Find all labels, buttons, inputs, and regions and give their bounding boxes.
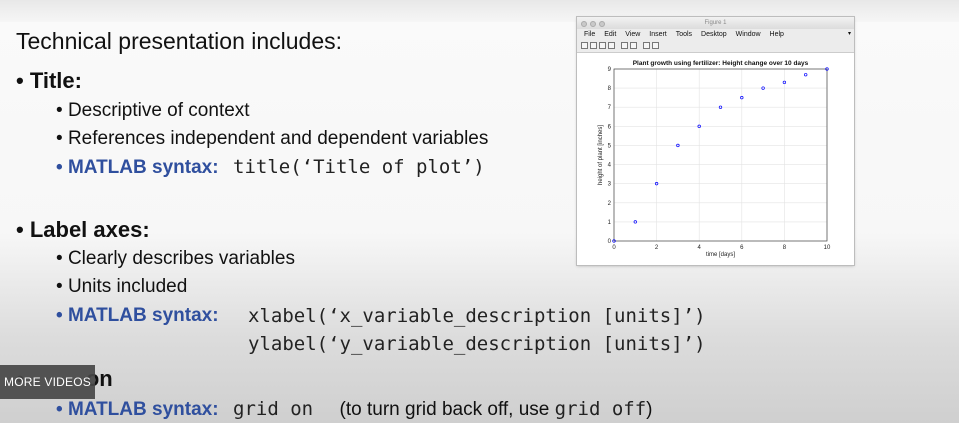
- data-point: [612, 239, 616, 243]
- list-item: • Descriptive of context: [56, 100, 250, 121]
- pointer-icon[interactable]: [643, 42, 650, 49]
- close-icon[interactable]: [581, 21, 587, 27]
- ylabel-code: ylabel(‘y_variable_description [units]’): [248, 333, 706, 355]
- menu-tools[interactable]: Tools: [675, 31, 693, 38]
- x-tick-label: 8: [783, 245, 787, 251]
- figure-menubar: File Edit View Insert Tools Desktop Wind…: [577, 29, 854, 40]
- menu-insert[interactable]: Insert: [649, 31, 667, 38]
- y-tick-label: 7: [608, 105, 612, 111]
- minimize-icon[interactable]: [590, 21, 596, 27]
- y-tick-label: 4: [608, 163, 612, 169]
- y-tick-label: 5: [608, 143, 612, 149]
- data-point: [633, 220, 637, 224]
- syntax-code: title(‘Title of plot’): [233, 156, 485, 178]
- zoom-icon[interactable]: [599, 21, 605, 27]
- data-point: [761, 86, 765, 90]
- data-point: [676, 143, 680, 148]
- open-file-icon[interactable]: [590, 42, 597, 49]
- print-icon[interactable]: [608, 42, 615, 49]
- window-controls: [581, 20, 608, 32]
- y-tick-label: 0: [608, 239, 612, 245]
- axes-bullet-label: Label axes:: [29, 217, 150, 242]
- menu-file[interactable]: File: [584, 31, 596, 38]
- list-item: • References independent and dependent v…: [56, 128, 489, 149]
- data-point: [697, 124, 701, 128]
- title-syntax-line: • MATLAB syntax: title(‘Title of plot’): [56, 156, 485, 178]
- menu-window[interactable]: Window: [735, 31, 761, 38]
- axes-bullet: • Label axes:: [16, 217, 150, 242]
- syntax-label: MATLAB syntax:: [67, 157, 219, 178]
- menu-desktop[interactable]: Desktop: [701, 31, 727, 38]
- axes-box: [613, 68, 828, 242]
- plot-area: 0 2 4 6 8 10 0 1 2 3 4 5 6 7 8 9 Plant growth using fert…: [577, 53, 854, 265]
- figure-toolbar: [577, 40, 854, 53]
- slide-heading: Technical presentation includes:: [16, 28, 343, 54]
- data-point: [782, 80, 787, 85]
- x-tick-label: 10: [824, 245, 831, 251]
- xlabel-code: xlabel(‘x_variable_description [units]’): [248, 305, 706, 327]
- x-tick-label: 0: [612, 245, 616, 251]
- new-figure-icon[interactable]: [581, 42, 588, 49]
- grid-note: (to turn grid back off, use grid off): [339, 398, 653, 420]
- y-tick-label: 9: [608, 67, 612, 73]
- more-videos-button[interactable]: MORE VIDEOS: [0, 365, 95, 399]
- data-point: [654, 182, 659, 186]
- figure-window[interactable]: Figure 1 File Edit View Insert Tools Des…: [577, 17, 854, 265]
- syntax-label: MATLAB syntax:: [67, 399, 219, 420]
- y-tick-label: 1: [608, 220, 612, 226]
- scatter-chart: 0 2 4 6 8 10 0 1 2 3 4 5 6 7 8 9 Plant growth using fert…: [598, 60, 831, 258]
- y-tick-label: 8: [608, 86, 612, 92]
- save-icon[interactable]: [599, 42, 606, 49]
- data-point: [740, 96, 744, 100]
- list-item: • Clearly describes variables: [56, 248, 295, 269]
- x-axis-label: time [days]: [706, 252, 735, 258]
- data-point: [804, 73, 808, 77]
- title-bullet-label: Title:: [29, 68, 82, 93]
- link-icon[interactable]: [621, 42, 628, 49]
- y-tick-label: 2: [608, 201, 612, 207]
- chart-title: Plant growth using fertilizer: Height ch…: [633, 60, 809, 67]
- figure-title: Figure 1: [704, 20, 727, 26]
- x-tick-label: 4: [698, 245, 702, 251]
- top-bar: [0, 0, 959, 22]
- x-tick-label: 2: [655, 245, 659, 251]
- colorbar-icon[interactable]: [652, 42, 659, 49]
- axes-syntax-line: • MATLAB syntax: xlabel(‘x_variable_desc…: [56, 305, 706, 327]
- x-tick-label: 6: [740, 245, 744, 251]
- data-cursor-icon[interactable]: [630, 42, 637, 49]
- menu-help[interactable]: Help: [769, 31, 784, 38]
- grid-syntax-line: • MATLAB syntax: grid on (to turn grid b…: [56, 398, 653, 420]
- syntax-label: MATLAB syntax:: [67, 305, 219, 326]
- syntax-code: grid on: [233, 398, 314, 420]
- data-point: [825, 67, 829, 71]
- data-point: [718, 105, 723, 109]
- chevron-down-icon[interactable]: ▾: [847, 31, 851, 37]
- y-tick-label: 6: [608, 124, 612, 130]
- title-bullet: • Title:: [16, 68, 82, 93]
- menu-edit[interactable]: Edit: [604, 31, 617, 38]
- y-axis-label: height of plant [inches]: [598, 125, 604, 185]
- list-item: • Units included: [56, 276, 188, 297]
- menu-view[interactable]: View: [625, 31, 641, 38]
- figure-titlebar: Figure 1: [577, 17, 854, 29]
- axes-background: [614, 69, 827, 241]
- y-tick-label: 3: [608, 182, 612, 188]
